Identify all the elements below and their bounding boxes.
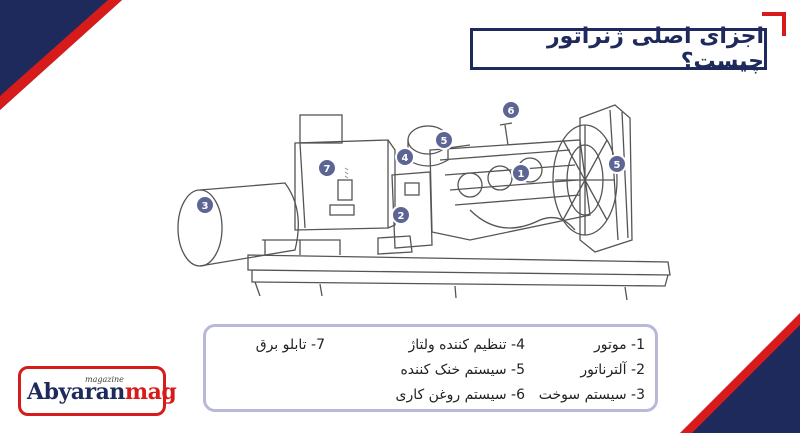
logo-wordmark: Abyaranmag (27, 379, 177, 405)
logo-tagline: magazine (85, 375, 124, 384)
legend-box: 1- موتور 2- آلترناتور 3- سیستم سوخت 4- ت… (203, 324, 658, 412)
corner-top-left (0, 0, 122, 110)
corner-bracket-top-right (762, 12, 786, 36)
logo-brand-b: mag (124, 379, 177, 405)
legend-item-6: 6- سیستم روغن کاری (395, 387, 525, 403)
title-banner: اجزای اصلی ژنراتور چیست؟ (470, 24, 767, 74)
legend-item-3: 3- سیستم سوخت (538, 387, 645, 403)
logo-brand-a: Abyaran (27, 379, 125, 405)
legend-item-2: 2- آلترناتور (580, 362, 645, 378)
corner-bottom-right (680, 313, 800, 433)
legend-item-4: 4- تنظیم کننده ولتاژ (408, 337, 525, 353)
page-title: اجزای اصلی ژنراتور چیست؟ (546, 24, 764, 74)
generator-diagram (177, 104, 671, 301)
brand-logo: magazine Abyaranmag (18, 366, 177, 416)
legend-item-1: 1- موتور (593, 337, 645, 353)
legend-item-7: 7- تابلو برق (255, 337, 325, 353)
legend-item-5: 5- سیستم خنک کننده (400, 362, 525, 378)
